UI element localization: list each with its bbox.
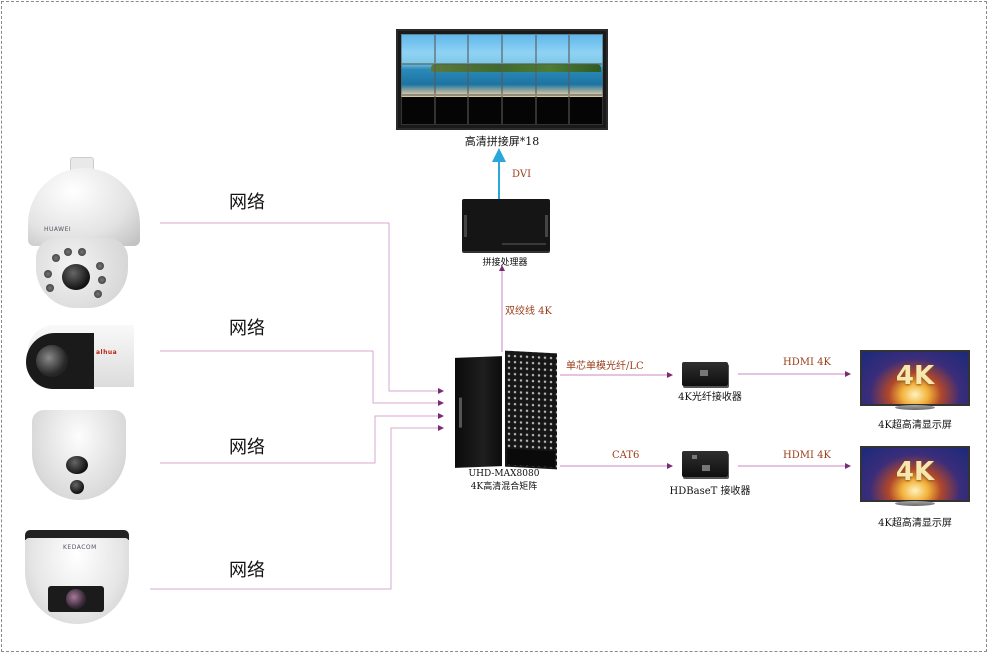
wire-cam3-matrix (160, 413, 444, 464)
display-stand (895, 405, 935, 410)
video-wall-grid (401, 34, 603, 125)
processor-label: 拼接处理器 (482, 258, 528, 268)
matrix-chassis-rear (505, 350, 557, 470)
camera-speed-dome-rim (25, 530, 129, 540)
camera-bullet-lens-hood (26, 333, 94, 389)
fiber-receiver-label: 4K光纤接收器 (678, 392, 742, 403)
camera-brand: HUAWEI (44, 226, 72, 233)
video-wall (396, 29, 608, 130)
camera-brand: KEDACOM (63, 544, 97, 551)
cat6-link-label: CAT6 (612, 450, 640, 461)
camera-ptz-head (36, 238, 128, 308)
matrix-label: 4K高清混合矩阵 (470, 482, 538, 492)
dvi-link-label: DVI (512, 169, 532, 180)
display-1-label: 4K超高清显示屏 (878, 420, 952, 431)
camera-speed-dome-window (48, 586, 104, 612)
network-label-2: 网络 (229, 318, 265, 339)
fiber-link-label: 单芯单模光纤/LC (566, 361, 644, 372)
display-2-label: 4K超高清显示屏 (878, 518, 952, 529)
wire-cam1-matrix (160, 222, 444, 394)
camera-brand: alhua (96, 349, 118, 356)
display-4k-badge: 4K (895, 361, 935, 391)
matrix-model: UHD-MAX8080 (468, 469, 540, 479)
hdbaset-receiver-label: HDBaseT 接收器 (669, 486, 751, 497)
hdbaset-receiver (682, 451, 728, 477)
display-4k-1: 4K (860, 350, 970, 406)
network-label-4: 网络 (229, 560, 265, 581)
splicing-processor (462, 199, 550, 251)
network-label-3: 网络 (229, 437, 265, 458)
display-4k-badge: 4K (895, 457, 935, 487)
hdbaset-hdmi-link-label: HDMI 4K (783, 450, 831, 461)
twisted-pair-link-label: 双绞线 4K (505, 306, 553, 317)
video-wall-label: 高清拼接屏*18 (464, 135, 540, 148)
wire-cam2-matrix (160, 350, 444, 406)
display-stand (895, 501, 935, 506)
matrix-chassis-front (455, 356, 502, 468)
fiber-hdmi-link-label: HDMI 4K (783, 357, 831, 368)
display-4k-2: 4K (860, 446, 970, 502)
camera-dome (32, 410, 126, 500)
wire-cam4-matrix (150, 425, 444, 590)
network-label-1: 网络 (229, 192, 265, 213)
fiber-receiver (682, 362, 728, 386)
